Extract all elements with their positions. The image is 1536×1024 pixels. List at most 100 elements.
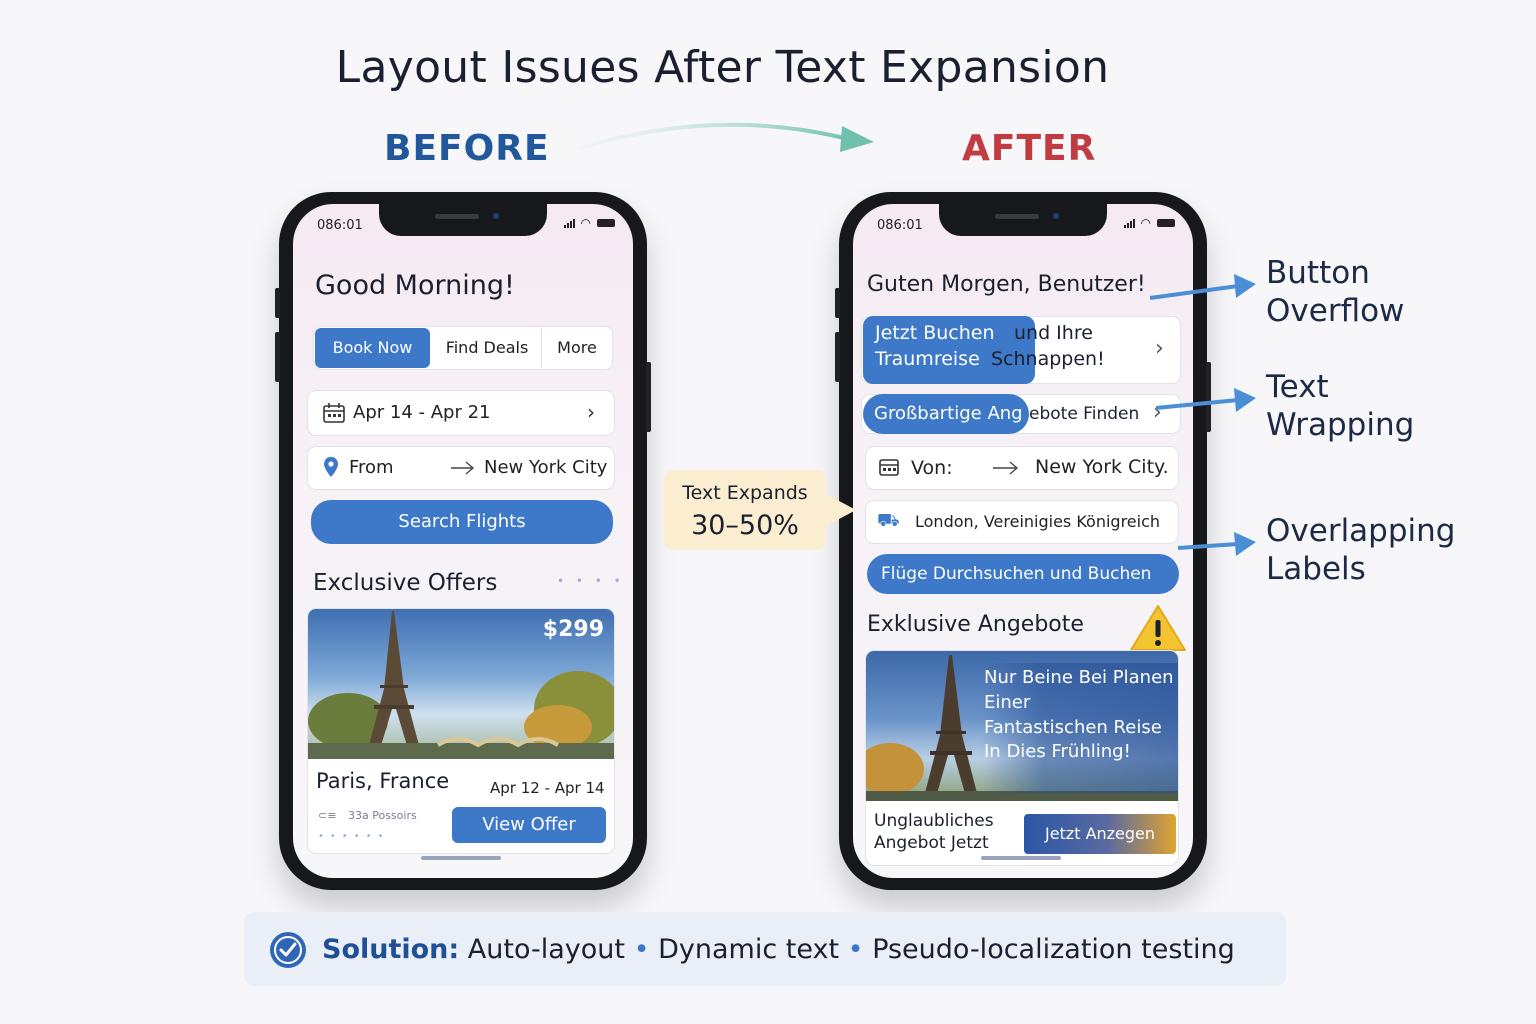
solution-item-2: Dynamic text bbox=[658, 934, 840, 965]
issue-overlapping-labels: Overlapping Labels bbox=[1266, 512, 1455, 588]
solution-item-1: Auto-layout bbox=[467, 934, 625, 965]
before-screen: 086:01 ◠ Good Morning! Book Now Find Dea… bbox=[293, 204, 633, 878]
status-icons: ◠ bbox=[1123, 216, 1175, 230]
after-screen: 086:01 ◠ Guten Morgen, Benutzer! Jetzt B… bbox=[853, 204, 1193, 878]
paris-image: Nur Beine Bei Planen Einer Fantastischen… bbox=[866, 651, 1178, 801]
checkmark-icon bbox=[270, 932, 306, 968]
offer-city: Paris, France bbox=[316, 769, 450, 793]
status-time: 086:01 bbox=[877, 218, 923, 233]
offer-text-line-3: Fantastischen Reise bbox=[984, 717, 1162, 738]
wifi-icon: ◠ bbox=[580, 216, 591, 230]
calendar-icon bbox=[323, 403, 345, 423]
solution-item-3: Pseudo-localization testing bbox=[872, 934, 1235, 965]
book-now-button[interactable] bbox=[863, 316, 1035, 384]
eiffel-tower-icon bbox=[308, 611, 614, 759]
offer-text-line-2: Einer bbox=[984, 692, 1031, 713]
callout-line-1: Text Expands bbox=[682, 482, 808, 504]
status-icons: ◠ bbox=[563, 216, 615, 230]
deals-overflow-text: ebote Finden bbox=[1029, 404, 1140, 424]
offer-card[interactable]: $299 Paris, France Apr 12 - Apr 14 ⊂≡ 33… bbox=[307, 608, 615, 854]
chevron-right-icon: › bbox=[1153, 400, 1162, 425]
solution-bar: Solution: Auto-layout • Dynamic text • P… bbox=[244, 912, 1286, 986]
tab-more[interactable]: More bbox=[557, 338, 597, 357]
arrow-right-icon bbox=[993, 461, 1019, 475]
route-row[interactable] bbox=[865, 446, 1179, 490]
status-time: 086:01 bbox=[317, 218, 363, 233]
eiffel-tower-icon bbox=[866, 655, 1178, 801]
chevron-right-icon: › bbox=[1155, 336, 1164, 361]
callout-line-2: 30–50% bbox=[691, 510, 799, 541]
origin-row[interactable] bbox=[865, 500, 1179, 544]
solution-label: Solution: bbox=[322, 934, 460, 965]
offer-text-line-4: In Dies Frühling! bbox=[984, 741, 1131, 762]
warning-icon bbox=[1130, 605, 1186, 651]
deals-label: Großbartige Ang bbox=[874, 403, 1023, 424]
issue-arrows bbox=[1150, 274, 1256, 556]
book-overflow-text: und Ihre bbox=[1014, 322, 1093, 344]
issue-text-wrapping: Text Wrapping bbox=[1266, 368, 1414, 444]
passenger-icon: ⊂≡ bbox=[318, 809, 337, 822]
chevron-right-icon: › bbox=[587, 400, 595, 424]
battery-icon bbox=[1157, 219, 1175, 227]
battery-icon bbox=[597, 219, 615, 227]
home-indicator bbox=[981, 856, 1061, 860]
after-label: AFTER bbox=[962, 128, 1097, 169]
offers-title: Exclusive Offers bbox=[313, 570, 498, 596]
issue-3-line-2: Labels bbox=[1266, 551, 1366, 587]
offer-card[interactable]: Nur Beine Bei Planen Einer Fantastischen… bbox=[865, 650, 1179, 866]
offers-title: Exklusive Angebote bbox=[867, 612, 1084, 637]
passenger-icon: ⛟ bbox=[877, 510, 900, 531]
greeting: Good Morning! bbox=[315, 270, 515, 301]
von-label: Von: bbox=[911, 457, 953, 479]
after-phone: 086:01 ◠ Guten Morgen, Benutzer! Jetzt B… bbox=[835, 192, 1211, 890]
book-now-label: Jetzt Buchen bbox=[875, 322, 995, 344]
signal-icon bbox=[1123, 218, 1135, 228]
text-expand-callout: Text Expands 30–50% bbox=[664, 470, 826, 550]
solution-text: Solution: Auto-layout • Dynamic text • P… bbox=[322, 932, 1235, 968]
before-phone: 086:01 ◠ Good Morning! Book Now Find Dea… bbox=[275, 192, 651, 890]
greeting: Guten Morgen, Benutzer! bbox=[867, 272, 1146, 297]
issue-1-line-1: Button bbox=[1266, 255, 1370, 291]
before-label: BEFORE bbox=[384, 128, 550, 169]
tab-find-deals[interactable]: Find Deals bbox=[433, 328, 542, 368]
signal-icon bbox=[563, 218, 575, 228]
offer-text-line-1: Nur Beine Bei Planen bbox=[984, 667, 1174, 688]
origin-city: London, Vereinigies Königreich bbox=[915, 512, 1161, 531]
card-dots: •••••• bbox=[318, 831, 390, 842]
wifi-icon: ◠ bbox=[1140, 216, 1151, 230]
book-overflow-outer: Schnappen! bbox=[991, 348, 1105, 370]
book-overflow-inner: Traumreise bbox=[875, 348, 980, 370]
search-flights-button[interactable]: Flüge Durchsuchen und Buchen bbox=[867, 554, 1179, 594]
notch bbox=[379, 204, 547, 236]
date-range: Apr 14 - Apr 21 bbox=[353, 402, 491, 423]
page-title: Layout Issues After Text Expansion bbox=[335, 42, 1110, 93]
solution-separator-1: • bbox=[633, 934, 650, 965]
offer-caption-line-2: Angebot Jetzt bbox=[874, 833, 989, 853]
home-indicator bbox=[421, 856, 501, 860]
notch bbox=[939, 204, 1107, 236]
callout-pointer bbox=[826, 494, 856, 526]
offer-cta-button[interactable]: Jetzt Anzegen bbox=[1024, 814, 1176, 854]
compare-arrow-icon bbox=[579, 122, 874, 152]
issue-3-line-1: Overlapping bbox=[1266, 513, 1456, 549]
issue-2-line-2: Wrapping bbox=[1266, 407, 1415, 443]
deals-button[interactable] bbox=[863, 394, 1029, 434]
solution-separator-2: • bbox=[847, 934, 864, 965]
paris-image: $299 bbox=[308, 609, 614, 759]
destination: New York City. bbox=[1035, 456, 1169, 478]
view-offer-button[interactable]: View Offer bbox=[452, 807, 606, 843]
location-pin-icon bbox=[324, 457, 338, 477]
from-label: From bbox=[349, 457, 394, 478]
date-row[interactable] bbox=[307, 390, 615, 436]
carousel-dots[interactable]: • • • • bbox=[557, 574, 625, 588]
offer-caption-line-1: Unglaubliches bbox=[874, 811, 994, 831]
issue-1-line-2: Overflow bbox=[1266, 293, 1405, 329]
search-flights-button[interactable]: Search Flights bbox=[311, 500, 613, 544]
tab-book-now[interactable]: Book Now bbox=[315, 328, 430, 368]
offer-price: $299 bbox=[542, 617, 604, 642]
destination: New York City bbox=[484, 457, 608, 478]
issue-button-overflow: Button Overflow bbox=[1266, 254, 1404, 330]
arrow-right-icon bbox=[451, 461, 475, 475]
issue-2-line-1: Text bbox=[1266, 369, 1329, 405]
offer-dates: Apr 12 - Apr 14 bbox=[490, 779, 605, 797]
